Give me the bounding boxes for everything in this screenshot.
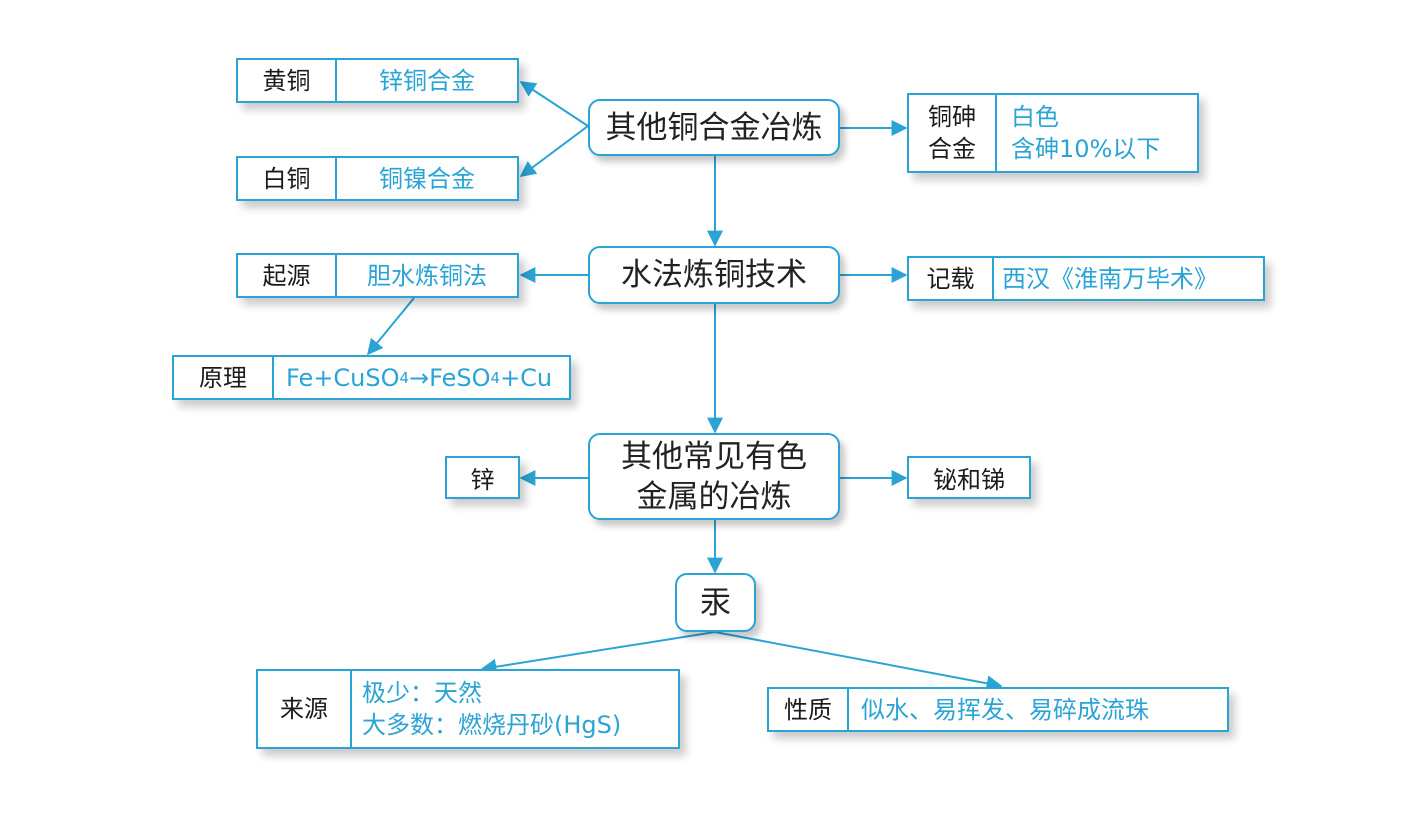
node-hydro-copper-technology: 水法炼铜技术 (588, 246, 840, 304)
label-mercury-source-value-line1: 极少：天然 (362, 679, 482, 707)
label-zinc-text: 锌 (470, 466, 495, 494)
label-mercury-source-value: 极少：天然 大多数：燃烧丹砂(HgS) (352, 671, 678, 747)
label-bismuth-antimony: 铋和锑 (907, 456, 1031, 499)
label-principle-key: 原理 (174, 357, 274, 398)
node-other-nonferrous-line1: 其他常见有色 (621, 438, 807, 475)
label-arsenic-copper-value: 白色 含砷10%以下 (997, 95, 1197, 171)
arrow-to-cupronickel (519, 125, 589, 177)
label-arsenic-copper-key-line2: 合金 (928, 135, 976, 163)
label-arsenic-copper-key: 铜砷 合金 (909, 95, 997, 171)
label-mercury-source-value-line2: 大多数：燃烧丹砂(HgS) (362, 711, 622, 739)
arrow-to-mercury-source (480, 631, 716, 675)
node-other-nonferrous-line2: 金属的冶炼 (636, 478, 792, 515)
label-record: 记载 西汉《淮南万毕术》 (907, 256, 1265, 301)
node-mercury-text: 汞 (700, 584, 731, 621)
arrow-to-mercury-property (714, 631, 1003, 692)
label-brass: 黄铜 锌铜合金 (236, 58, 519, 103)
formula-part-1: Fe+CuSO (286, 363, 400, 392)
label-cupronickel-key: 白铜 (238, 158, 337, 199)
label-mercury-property-key: 性质 (769, 689, 849, 730)
label-zinc: 锌 (445, 456, 520, 499)
node-other-copper-alloy-text: 其他铜合金冶炼 (605, 109, 823, 146)
label-cupronickel-value: 铜镍合金 (379, 164, 475, 193)
label-origin: 起源 胆水炼铜法 (236, 253, 519, 298)
label-record-value: 西汉《淮南万毕术》 (1002, 264, 1218, 293)
label-mercury-property-value: 似水、易挥发、易碎成流珠 (861, 695, 1149, 724)
node-other-copper-alloy-smelting: 其他铜合金冶炼 (588, 99, 840, 156)
arrow-to-brass (519, 81, 589, 127)
label-arsenic-copper-value-line2: 含砷10%以下 (1011, 135, 1161, 163)
label-mercury-source-key: 来源 (258, 671, 352, 747)
label-bismuth-antimony-text: 铋和锑 (933, 466, 1005, 494)
label-brass-value: 锌铜合金 (379, 66, 475, 95)
node-hydro-copper-text: 水法炼铜技术 (621, 257, 807, 293)
label-cupronickel: 白铜 铜镍合金 (236, 156, 519, 201)
label-mercury-source: 来源 极少：天然 大多数：燃烧丹砂(HgS) (256, 669, 680, 749)
node-mercury: 汞 (675, 573, 756, 632)
label-record-key: 记载 (909, 258, 994, 299)
node-other-nonferrous-smelting: 其他常见有色 金属的冶炼 (588, 433, 840, 520)
label-brass-key: 黄铜 (238, 60, 337, 101)
formula-part-2: →FeSO (409, 363, 491, 392)
label-arsenic-copper: 铜砷 合金 白色 含砷10%以下 (907, 93, 1199, 173)
label-origin-value: 胆水炼铜法 (367, 261, 487, 290)
label-arsenic-copper-key-line1: 铜砷 (928, 103, 976, 131)
label-origin-key: 起源 (238, 255, 337, 296)
arrow-to-principle (366, 297, 415, 356)
label-mercury-property: 性质 似水、易挥发、易碎成流珠 (767, 687, 1229, 732)
formula-part-3: +Cu (500, 363, 553, 392)
label-arsenic-copper-value-line1: 白色 (1011, 103, 1059, 131)
